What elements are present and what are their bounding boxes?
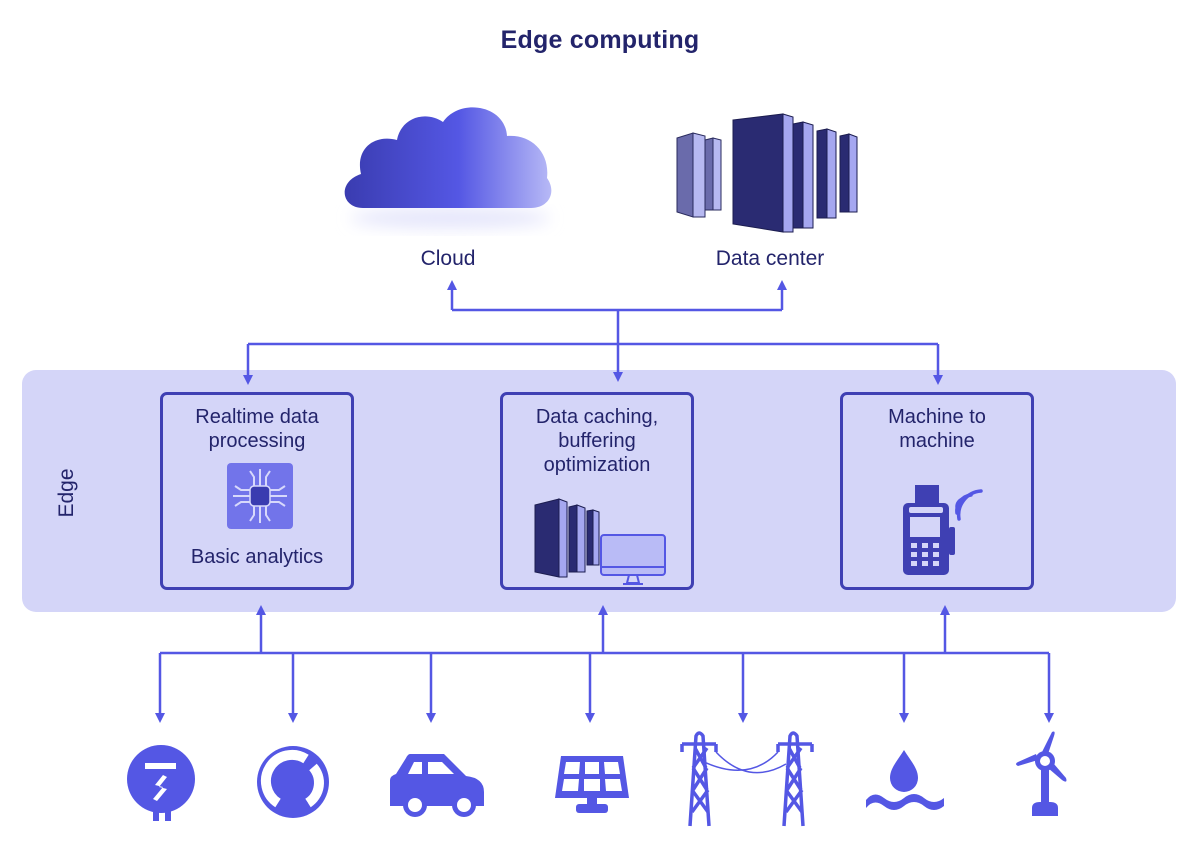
datacenter-label: Data center: [715, 247, 825, 270]
water-drop-icon: [866, 750, 944, 810]
solar-panel-icon: [555, 756, 629, 813]
server-rack-icon: [676, 113, 858, 233]
box-title-line: Machine to: [888, 406, 986, 428]
box-title: Data caching, buffering optimization: [503, 405, 691, 477]
box-title-line: optimization: [543, 454, 651, 476]
electric-meter-icon: [127, 745, 195, 821]
gauge-icon: [257, 746, 329, 818]
cloud-label: Cloud: [420, 247, 476, 270]
diagram-title: Edge computing: [500, 26, 700, 54]
power-tower-icon: [680, 731, 814, 827]
payment-terminal-icon: [903, 485, 983, 575]
car-icon: [390, 754, 484, 817]
box-subtitle: Basic analytics: [190, 546, 324, 568]
box-title-line: processing: [208, 430, 306, 452]
box-title-line: buffering: [558, 430, 636, 452]
chip-icon: [227, 463, 293, 529]
box-title: Realtime data processing: [163, 405, 351, 453]
box-title-line: machine: [899, 430, 975, 452]
wind-turbine-icon: [1016, 731, 1067, 816]
machine-to-machine-box: Machine to machine: [840, 392, 1034, 590]
box-title: Machine to machine: [843, 405, 1031, 453]
edge-panel: [22, 370, 1176, 612]
server-monitor-icon: [534, 498, 666, 585]
cloud-icon: [344, 107, 552, 228]
data-caching-box: Data caching, buffering optimization: [500, 392, 694, 590]
realtime-processing-box: Realtime data processing Basic analytics: [160, 392, 354, 590]
box-title-line: Data caching,: [535, 406, 659, 428]
box-title-line: Realtime data: [195, 406, 319, 428]
